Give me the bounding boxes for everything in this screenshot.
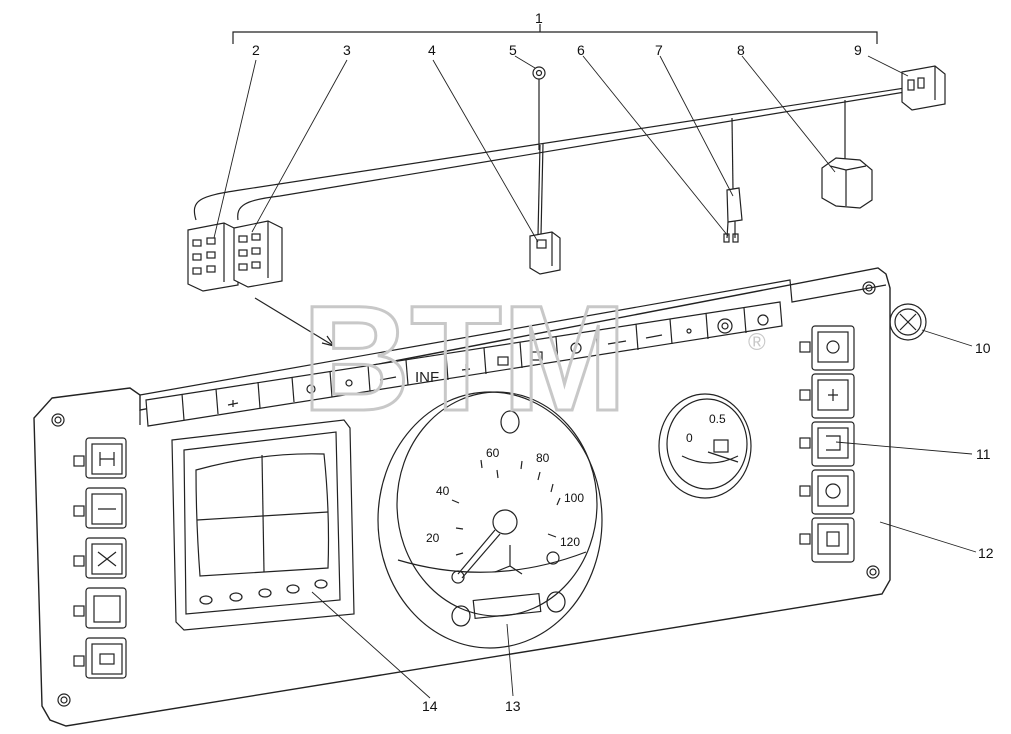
connector-block-3 xyxy=(233,220,283,288)
callout-4: 4 xyxy=(428,42,436,58)
callout-10: 10 xyxy=(975,340,991,356)
harness-bracket xyxy=(232,24,878,44)
speed-scale-120: 120 xyxy=(560,535,580,549)
watermark-text: BTM xyxy=(302,274,627,442)
callout-2: 2 xyxy=(252,42,260,58)
callout-13: 13 xyxy=(505,698,521,714)
fuel-gauge xyxy=(658,393,752,499)
fuel-scale-half: 0.5 xyxy=(709,412,726,426)
display-screen-14 xyxy=(171,419,355,631)
speedometer-13 xyxy=(377,391,603,649)
ring-terminal-5 xyxy=(532,66,546,80)
speed-scale-60: 60 xyxy=(486,446,500,460)
relay-connector-4 xyxy=(529,231,561,275)
callout-numbers: 1 2 3 4 5 6 7 8 9 10 11 12 13 14 xyxy=(252,10,994,714)
speedometer-scale: 20 40 60 80 100 120 xyxy=(426,446,584,549)
watermark: BTM ® xyxy=(301,273,767,444)
callout-5: 5 xyxy=(509,42,517,58)
connector-9 xyxy=(901,65,946,111)
leader-lines xyxy=(213,55,977,699)
callout-12: 12 xyxy=(978,545,994,561)
callout-3: 3 xyxy=(343,42,351,58)
watermark-registered-mark: ® xyxy=(748,329,766,356)
callout-14: 14 xyxy=(422,698,438,714)
speed-scale-20: 20 xyxy=(426,531,440,545)
speed-scale-80: 80 xyxy=(536,451,550,465)
fuel-gauge-scale: 0 0.5 xyxy=(686,412,726,445)
left-switch-column xyxy=(73,437,127,679)
connector-block-2 xyxy=(187,222,239,292)
callout-11: 11 xyxy=(976,446,991,462)
fuel-scale-0: 0 xyxy=(686,431,693,445)
callout-6: 6 xyxy=(577,42,585,58)
wiring-harness xyxy=(193,79,906,236)
callout-7: 7 xyxy=(655,42,663,58)
callout-1: 1 xyxy=(535,10,543,26)
speed-scale-100: 100 xyxy=(564,491,584,505)
callout-8: 8 xyxy=(737,42,745,58)
callout-9: 9 xyxy=(854,42,862,58)
indicator-inf-label: INF xyxy=(415,369,439,386)
speed-scale-40: 40 xyxy=(436,484,450,498)
screw-10 xyxy=(889,303,927,341)
sensor-8 xyxy=(821,157,873,209)
indicator-lamp-strip xyxy=(145,301,783,427)
assembly-arrow xyxy=(254,297,335,347)
right-switch-column-11 xyxy=(799,325,855,563)
